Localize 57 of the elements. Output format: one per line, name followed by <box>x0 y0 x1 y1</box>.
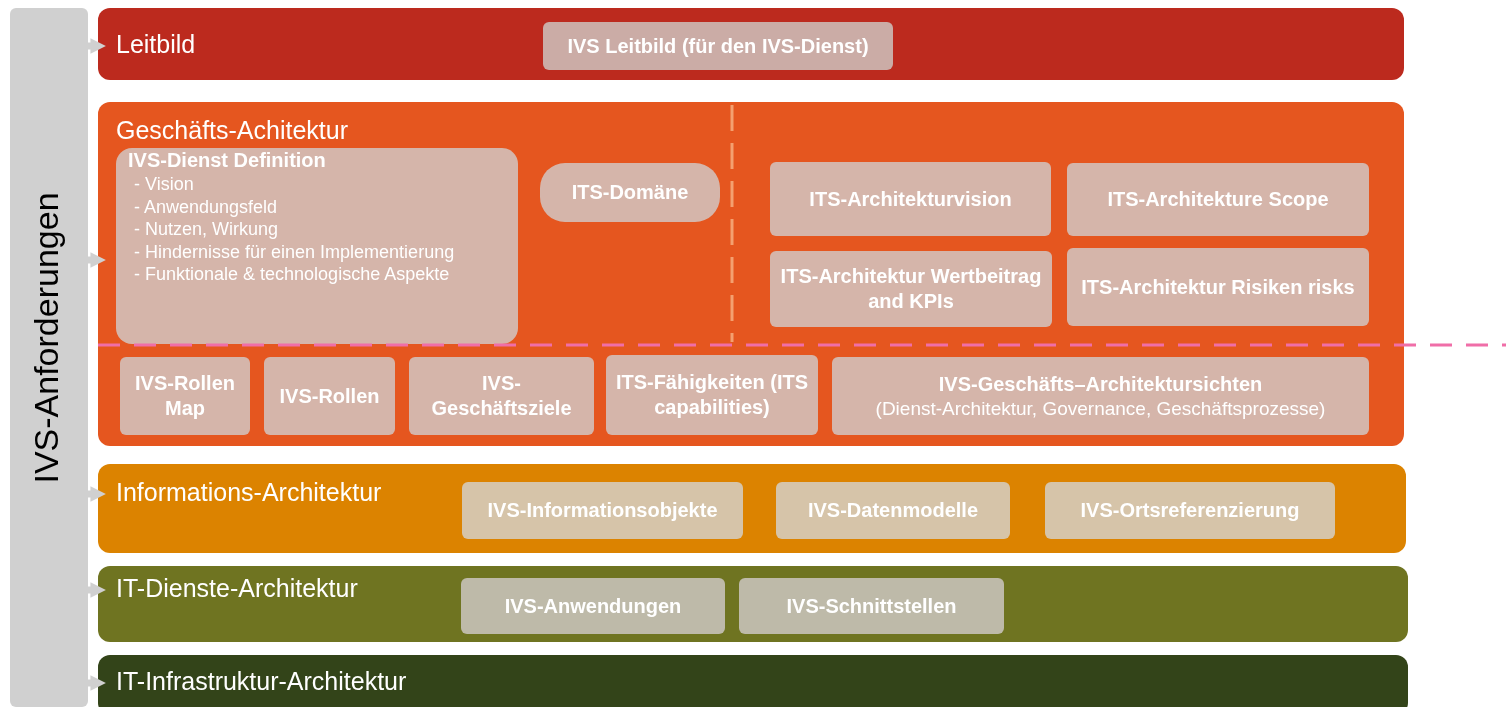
box-label: ITS-Architekture Scope <box>1107 187 1329 212</box>
component-box <box>462 482 743 539</box>
box-label: IVS-Rollen <box>279 383 380 409</box>
list-item: - Funktionale & technologische Aspekte <box>133 263 451 286</box>
layer-title: Informations-Architektur <box>116 478 382 507</box>
component-box <box>1067 248 1369 326</box>
box-label: ITS-Architektur Risiken risks <box>1081 274 1355 300</box>
list-item: - Vision <box>133 173 195 196</box>
component-box <box>543 22 893 70</box>
box-label: ITS-Architektur Wertbeitrag and KPIs <box>779 264 1043 314</box>
component-box <box>120 357 250 435</box>
layer-band <box>98 655 1408 707</box>
side-bar <box>10 8 88 707</box>
component-box <box>264 357 395 435</box>
definition-box <box>116 148 518 344</box>
component-box <box>409 357 594 435</box>
component-box <box>606 355 818 435</box>
component-box <box>832 357 1369 435</box>
list-item: - Anwendungsfeld <box>133 195 279 218</box>
box-heading: IVS-Dienst Definition <box>128 148 327 173</box>
layer-band <box>98 566 1408 642</box>
layer-title: IT-Dienste-Architektur <box>116 574 358 603</box>
box-label: IVS-Geschäfts–Architektursichten <box>938 371 1263 397</box>
component-box <box>540 163 720 222</box>
box-label: IVS Leitbild (für den IVS-Dienst) <box>567 33 869 59</box>
layer-title: IT-Infrastruktur-Architektur <box>116 667 407 696</box>
component-box <box>776 482 1010 539</box>
list-item: - Hindernisse für einen Implementierung <box>133 240 456 263</box>
box-label: IVS-Ortsreferenzierung <box>1080 498 1300 523</box>
component-box <box>1067 163 1369 236</box>
layer-band <box>98 464 1406 553</box>
component-box <box>1045 482 1335 539</box>
arrow <box>88 252 106 268</box>
component-box <box>770 251 1052 327</box>
box-label: IVS-Rollen Map <box>134 371 236 421</box>
arrow <box>88 38 106 54</box>
box-label: IVS-Informationsobjekte <box>487 498 718 523</box>
box-label: IVS-Schnittstellen <box>786 593 957 619</box>
side-title: IVS-Anforderungen <box>27 192 66 484</box>
arrow <box>88 486 106 502</box>
component-box <box>770 162 1051 236</box>
box-label: ITS-Domäne <box>571 180 689 205</box>
component-box <box>461 578 725 634</box>
arrow <box>88 582 106 598</box>
box-subtitle: (Dienst-Architektur, Governance, Geschäftsprozesse) <box>875 396 1326 421</box>
layer-title: Geschäfts-Achitektur <box>116 116 349 145</box>
layer-band <box>98 8 1404 80</box>
arrow <box>88 675 106 691</box>
layer-title: Leitbild <box>116 30 196 59</box>
component-box <box>739 578 1004 634</box>
layer-band <box>98 102 1404 446</box>
box-label: ITS-Architekturvision <box>809 186 1012 212</box>
box-label: IVS-Geschäftsziele <box>430 371 573 421</box>
list-item: - Nutzen, Wirkung <box>133 218 280 241</box>
box-label: IVS-Anwendungen <box>504 593 682 619</box>
box-label: ITS-Fähigkeiten (ITS capabilities) <box>614 370 810 420</box>
box-label: IVS-Datenmodelle <box>807 498 978 523</box>
